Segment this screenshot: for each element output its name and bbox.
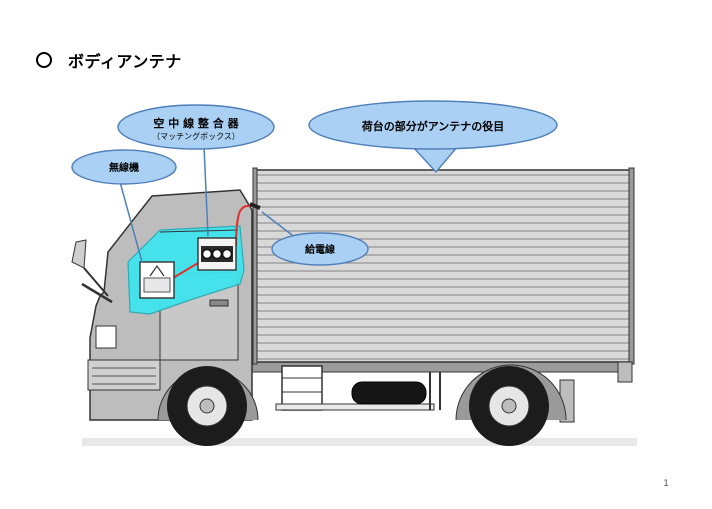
radio-unit-device — [139, 261, 175, 299]
callout-tuner: 空 中 線 整 合 器 （マッチングボックス） — [117, 104, 275, 150]
tuner-sublabel: （マッチングボックス） — [152, 131, 240, 141]
rear-wheel — [455, 364, 567, 446]
ground-shadow — [82, 438, 637, 446]
slide-title: ボディアンテナ — [36, 48, 182, 72]
cargo-box — [252, 167, 635, 383]
cargo-label: 荷台の部分がアンテナの役目 — [361, 119, 505, 133]
feed-wire — [235, 205, 258, 247]
page-number: 1 — [663, 479, 669, 489]
feed-line-label: 給電線 — [305, 243, 335, 256]
radio-label: 無線機 — [109, 161, 139, 174]
matching-box-device — [197, 237, 237, 271]
radio-pointer — [119, 181, 143, 263]
circle-bullet-icon — [36, 52, 52, 68]
title-text: ボディアンテナ — [68, 52, 182, 71]
feed-line-pointer — [261, 211, 297, 239]
callout-radio: 無線機 — [71, 149, 177, 185]
side-equipment — [275, 365, 575, 423]
callout-feed-line: 給電線 — [271, 232, 369, 266]
front-wheel — [157, 366, 259, 446]
tuner-label: 空 中 線 整 合 器 — [153, 116, 239, 130]
callout-cargo: 荷台の部分がアンテナの役目 — [308, 100, 558, 174]
tuner-pointer — [203, 145, 209, 237]
